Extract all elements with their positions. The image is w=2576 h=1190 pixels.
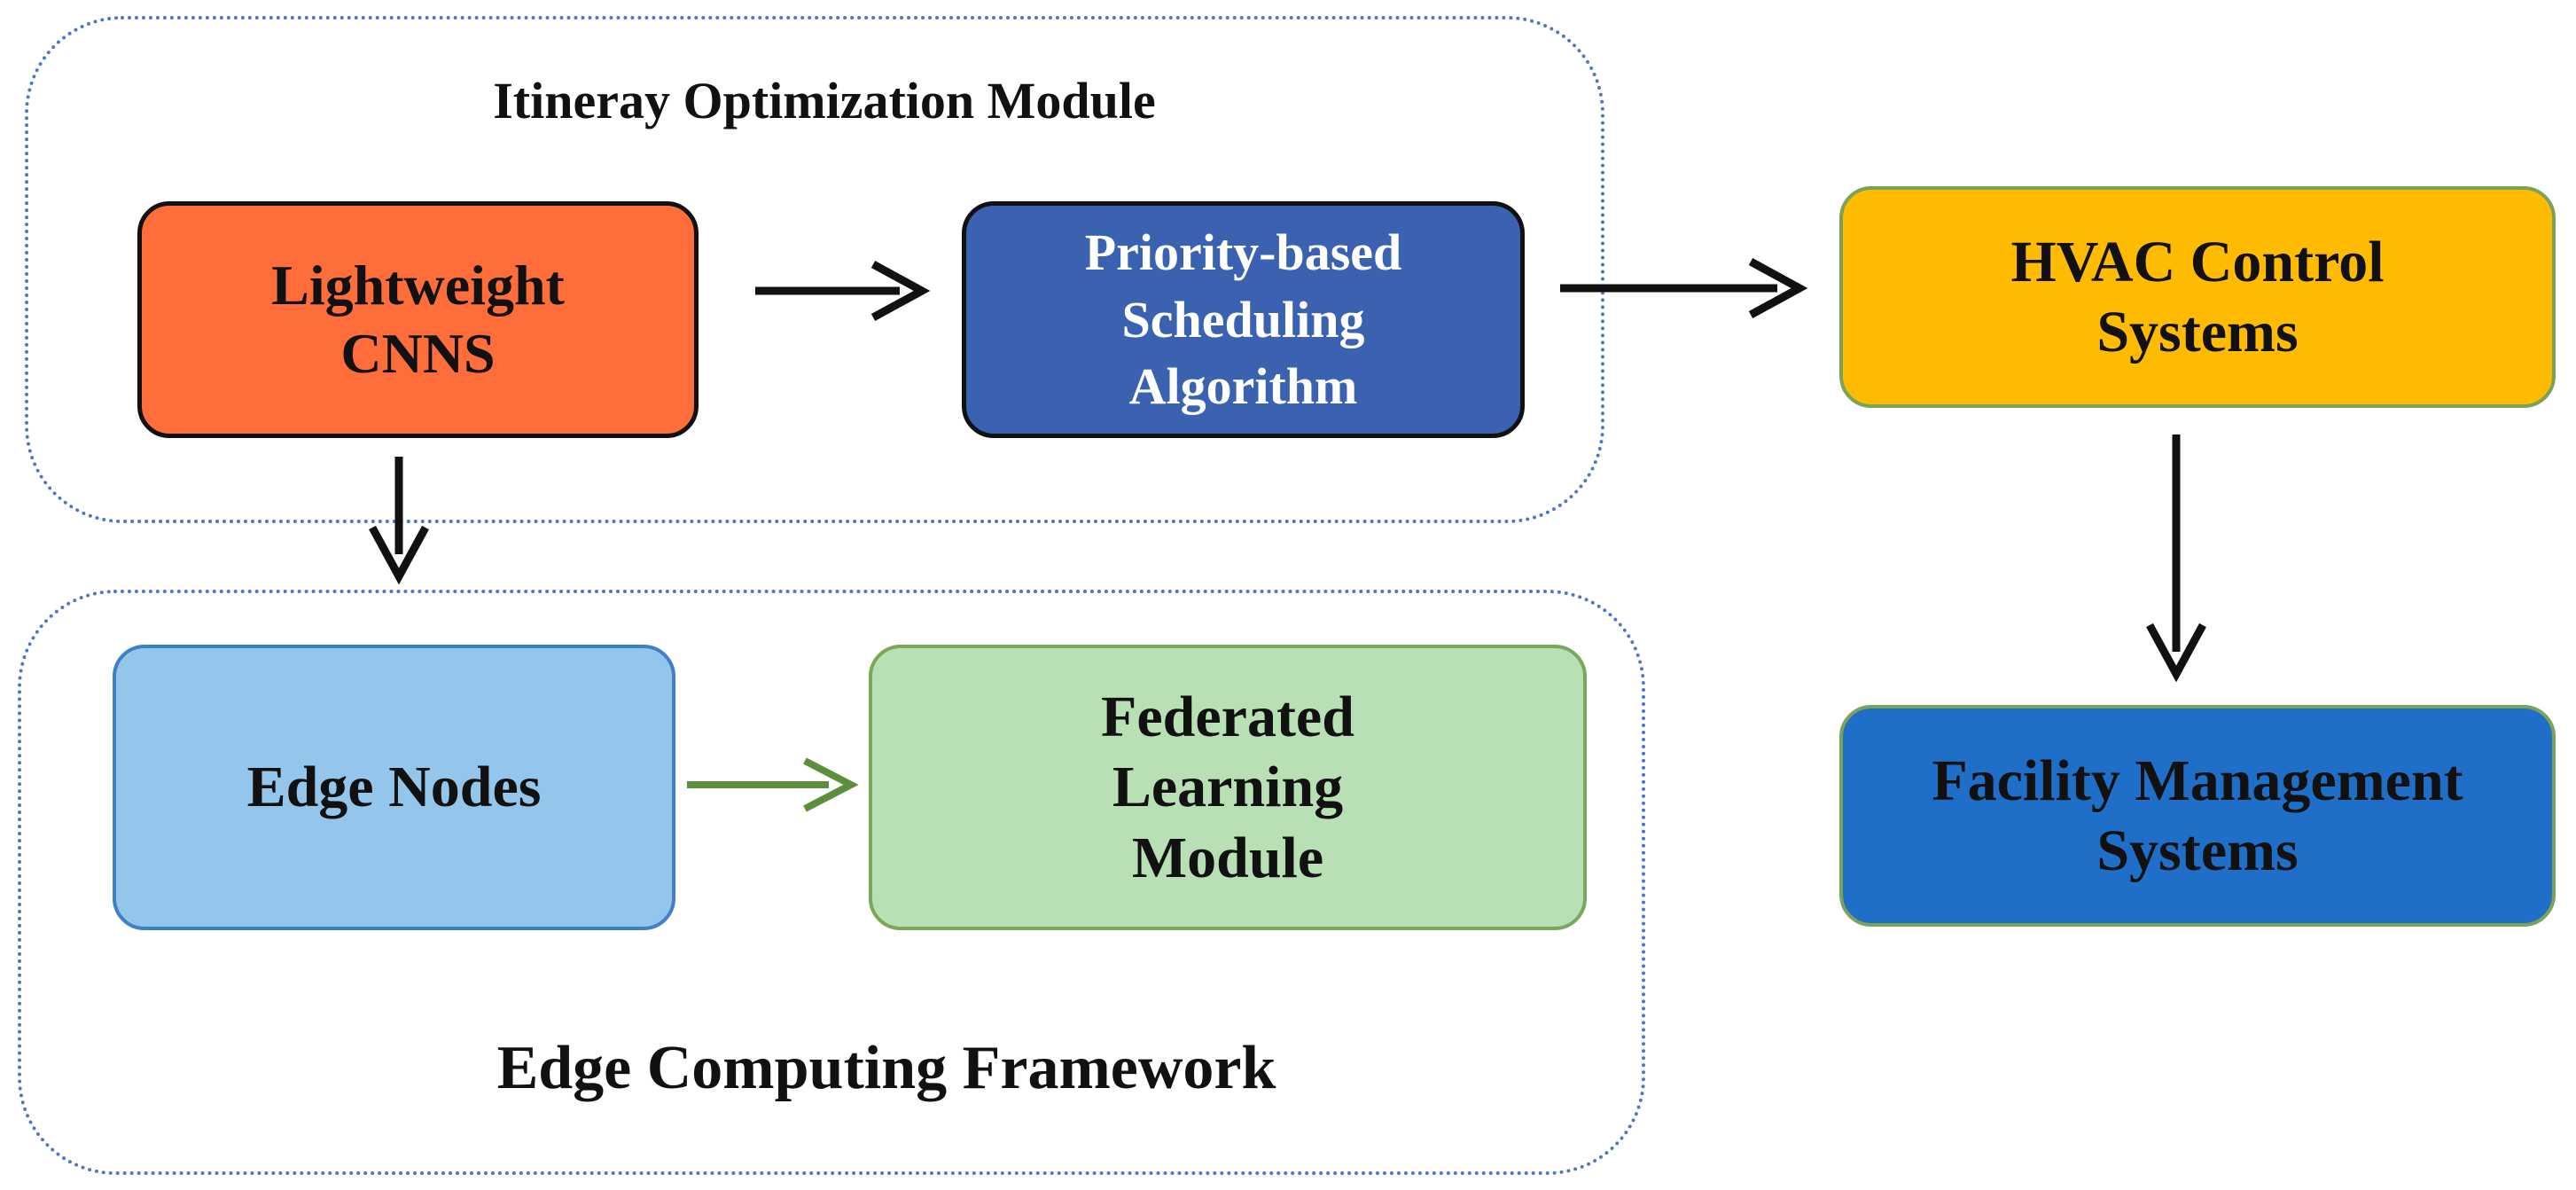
edge-nodes-label: Edge Nodes bbox=[246, 755, 542, 820]
edge-framework-title: Edge Computing Framework bbox=[496, 1034, 1276, 1102]
edge-nodes-node: Edge Nodes bbox=[113, 645, 675, 930]
federated-learning-node: Federated Learning Module bbox=[869, 645, 1587, 930]
priority-scheduling-label-line2: Scheduling bbox=[1121, 290, 1365, 348]
federated-learning-label-line2: Learning bbox=[1112, 755, 1344, 820]
lightweight-cnns-label-line1: Lightweight bbox=[271, 253, 565, 317]
priority-scheduling-node: Priority-based Scheduling Algorithm bbox=[962, 201, 1525, 438]
lightweight-cnns-label-line2: CNNS bbox=[340, 321, 496, 385]
lightweight-cnns-node: Lightweight CNNS bbox=[137, 201, 699, 438]
federated-learning-label-line3: Module bbox=[1131, 825, 1324, 890]
priority-scheduling-label-line1: Priority-based bbox=[1084, 223, 1402, 282]
arrow-hvac-to-facility bbox=[2146, 435, 2206, 683]
facility-management-label-line1: Facility Management bbox=[1932, 748, 2463, 813]
facility-management-label-line2: Systems bbox=[2096, 818, 2299, 883]
edge-computing-framework-group bbox=[18, 590, 1645, 1175]
facility-management-node: Facility Management Systems bbox=[1839, 705, 2556, 927]
itinerary-module-title: Itineray Optimization Module bbox=[493, 72, 1156, 129]
federated-learning-label-line1: Federated bbox=[1101, 685, 1354, 750]
hvac-control-label-line1: HVAC Control bbox=[2010, 229, 2385, 294]
hvac-control-label-line2: Systems bbox=[2096, 300, 2299, 364]
priority-scheduling-label-line3: Algorithm bbox=[1128, 357, 1358, 416]
itinerary-optimization-module-group bbox=[25, 16, 1604, 523]
hvac-control-node: HVAC Control Systems bbox=[1839, 186, 2556, 408]
